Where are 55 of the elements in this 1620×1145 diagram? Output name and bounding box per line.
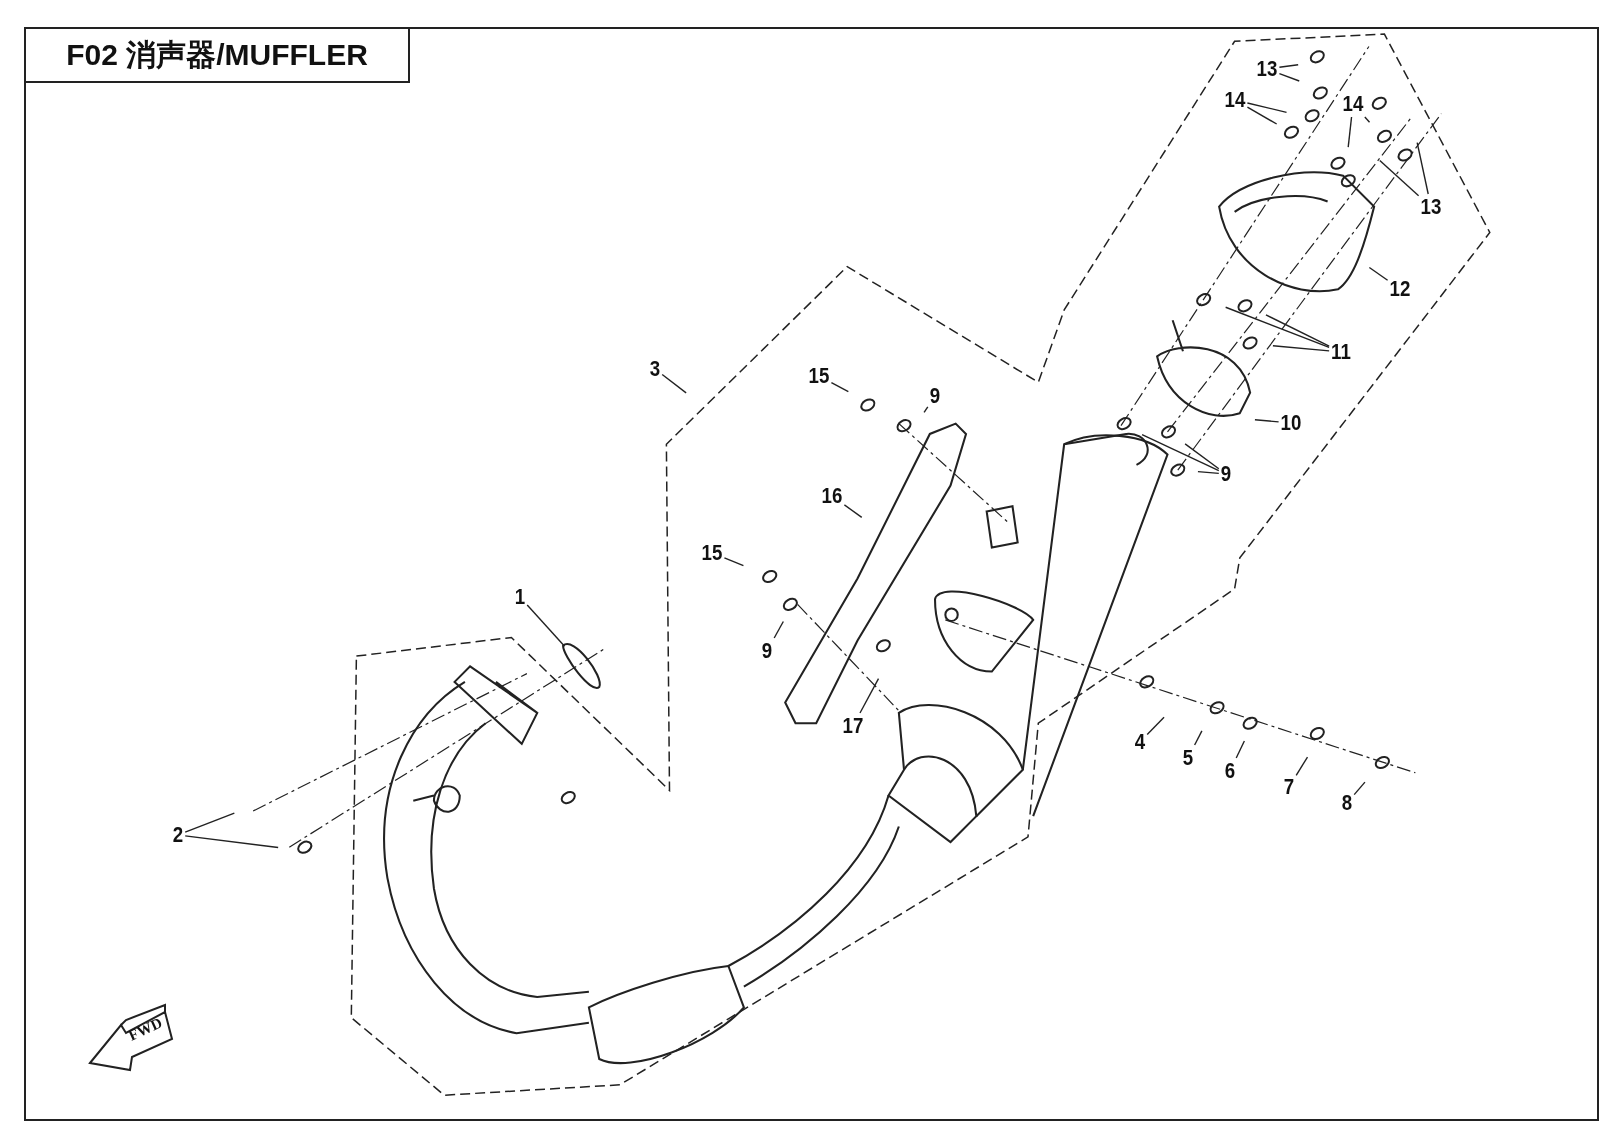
leader-line <box>1278 72 1300 82</box>
leader-line <box>843 504 863 519</box>
callout-number: 17 <box>842 715 864 737</box>
leader-line <box>1272 345 1330 352</box>
callout-number: 8 <box>1341 792 1353 814</box>
leader-line <box>1379 159 1420 197</box>
leader-line <box>526 604 566 647</box>
callout-number: 14 <box>1342 93 1364 115</box>
callout-number: 13 <box>1420 196 1442 218</box>
callout-number: 4 <box>1134 731 1146 753</box>
leader-line <box>1416 141 1429 195</box>
callout-number: 6 <box>1224 760 1236 782</box>
leader-line <box>1224 306 1330 349</box>
callout-number: 10 <box>1280 412 1302 434</box>
leader-line <box>661 373 687 394</box>
leader-line <box>1295 756 1309 777</box>
callout-number: 13 <box>1256 58 1278 80</box>
leader-line <box>1197 470 1220 475</box>
callout-number: 7 <box>1283 776 1295 798</box>
leader-line <box>723 557 745 567</box>
leader-line <box>1353 781 1366 796</box>
callout-number: 11 <box>1331 341 1351 363</box>
leader-line <box>923 406 929 414</box>
callout-number: 9 <box>1220 463 1232 485</box>
leader-line <box>1246 106 1278 125</box>
title-box: F02 消声器/MUFFLER <box>24 27 410 83</box>
leader-line <box>1193 730 1203 746</box>
leader-line <box>184 812 236 833</box>
callout-number: 9 <box>761 640 773 662</box>
callout-number: 15 <box>701 542 723 564</box>
callout-number: 3 <box>649 358 661 380</box>
callout-number: 5 <box>1182 747 1194 769</box>
leader-line <box>1254 419 1280 423</box>
callout-number: 12 <box>1389 278 1411 300</box>
callout-number: 9 <box>929 385 941 407</box>
callout-number: 14 <box>1224 89 1246 111</box>
leader-line <box>1347 116 1353 148</box>
leader-line <box>1141 433 1220 472</box>
callout-number: 15 <box>808 365 830 387</box>
callout-number: 1 <box>514 586 526 608</box>
leader-line <box>859 677 880 714</box>
leader-line <box>184 835 279 849</box>
leader-line <box>1184 443 1220 470</box>
direction-label: FWD <box>126 1015 165 1044</box>
leader-line <box>1146 716 1165 736</box>
callout-number: 2 <box>172 824 184 846</box>
leader-line <box>1246 102 1288 114</box>
leader-line <box>1265 314 1330 347</box>
callout-number: 16 <box>821 485 843 507</box>
leader-line <box>1368 266 1389 281</box>
leader-line <box>1278 64 1299 68</box>
leader-line <box>1235 740 1246 759</box>
leader-line <box>830 381 850 393</box>
leader-line <box>1364 116 1371 123</box>
leader-line <box>773 620 785 639</box>
